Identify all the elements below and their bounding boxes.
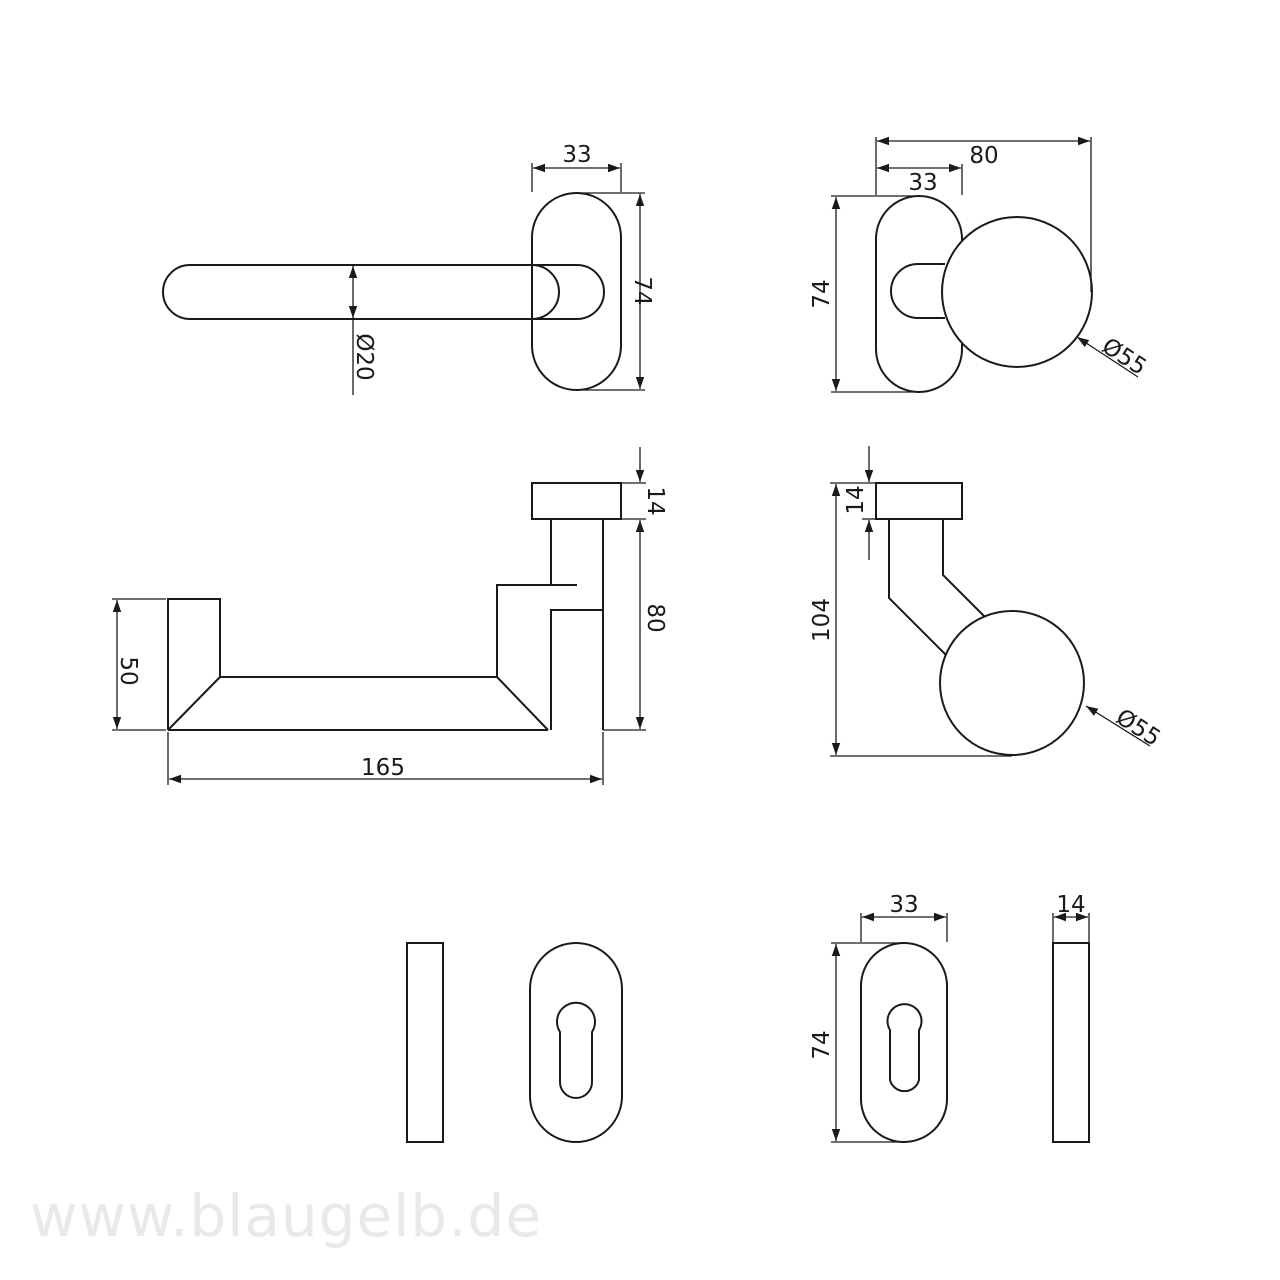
- dim-lever-length: 165: [361, 755, 405, 781]
- knob-rose-disc-side: [875, 482, 963, 520]
- dim-lever-rose-thickness: 14: [642, 486, 668, 515]
- escutcheon-dimensioned-views: 33 74 14: [809, 892, 1090, 1143]
- dim-lever-rose-width: 33: [562, 142, 591, 168]
- dim-knob-rose-width: 33: [908, 170, 937, 196]
- keyhole-cutout-dim: [886, 1003, 923, 1093]
- knob-circle-side: [939, 610, 1085, 756]
- lever-front-view: 33 74 Ø20: [162, 142, 655, 395]
- dim-knob-projection: 104: [809, 598, 835, 642]
- escutcheon-plate-outline-dim: [860, 942, 948, 1143]
- lever-rose-outline: [531, 192, 622, 391]
- escutcheon-plain-views: [406, 942, 623, 1143]
- escutcheon-side-bar-dim: [1052, 942, 1090, 1143]
- dim-escutcheon-thickness: 14: [1056, 892, 1085, 918]
- dim-lever-diameter: Ø20: [351, 333, 377, 380]
- dim-lever-height: 50: [115, 656, 141, 685]
- escutcheon-plate-outline: [529, 942, 623, 1143]
- dim-lever-projection: 80: [642, 603, 668, 632]
- dim-knob-rose-height: 74: [809, 279, 835, 308]
- dim-lever-rose-height: 74: [629, 276, 655, 305]
- lever-arm-end-arc: [531, 264, 560, 320]
- dim-knob-total-width: 80: [969, 143, 998, 169]
- dim-knob-rose-thickness: 14: [843, 485, 869, 514]
- watermark-text: www.blaugelb.de: [30, 1182, 542, 1250]
- lever-profile-outline: [167, 519, 604, 731]
- knob-neck-side: [888, 519, 986, 658]
- knob-side-view: 14 104 Ø55: [809, 446, 1165, 757]
- dim-line-knob-diameter-top: [1076, 336, 1139, 378]
- lever-arm-outline: [162, 264, 605, 320]
- dim-knob-diameter-side: Ø55: [1111, 704, 1165, 752]
- knob-neck-outline: [890, 263, 945, 319]
- lever-rose-disc-side: [531, 482, 622, 520]
- escutcheon-side-bar: [406, 942, 444, 1143]
- lever-side-view: 14 80 50 165: [112, 447, 668, 785]
- dim-escutcheon-height: 74: [809, 1030, 835, 1059]
- knob-circle-front: [941, 216, 1093, 368]
- dim-knob-diameter-top: Ø55: [1097, 333, 1151, 381]
- keyhole-cutout: [556, 1001, 596, 1099]
- dim-escutcheon-width: 33: [889, 892, 918, 918]
- dim-line-knob-diameter-side: [1085, 705, 1151, 747]
- knob-front-view: 80 33 74 Ø55: [809, 136, 1151, 393]
